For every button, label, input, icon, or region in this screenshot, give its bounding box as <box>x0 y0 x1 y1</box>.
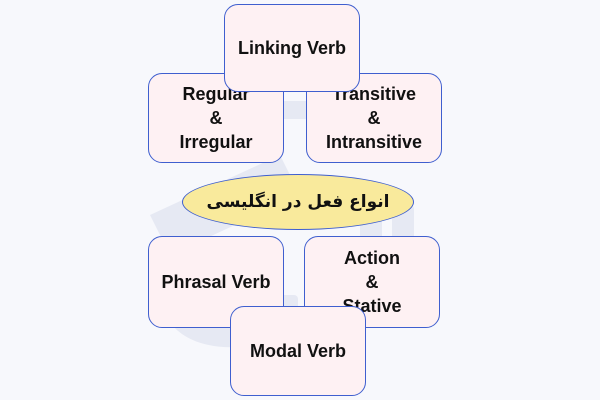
box-line: Action <box>344 248 400 268</box>
box-line: Phrasal Verb <box>161 272 271 292</box>
box-line: & <box>209 108 223 128</box>
box-line: Irregular <box>179 132 253 152</box>
center-title: انواع فعل در انگلیسی <box>182 174 414 230</box>
box-line: & <box>367 108 381 128</box>
box-line: Linking Verb <box>237 38 347 58</box>
box-line: & <box>365 272 379 292</box>
box-line: Intransitive <box>325 132 423 152</box>
box-line: Modal Verb <box>249 341 347 361</box>
linking-verb-box: Linking Verb <box>224 4 360 92</box>
modal-verb-box: Modal Verb <box>230 306 366 396</box>
